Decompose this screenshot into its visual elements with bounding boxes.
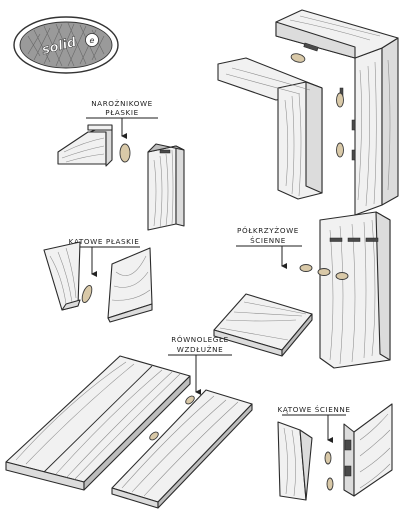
biscuit-wall-2	[317, 268, 331, 276]
slot	[351, 149, 356, 161]
biscuit-wall-1	[299, 264, 313, 272]
half-cross-wall-joint: PÓŁKRZYŻOWE ŚCIENNE	[213, 211, 391, 369]
biscuit-miter-flat	[81, 284, 93, 304]
miter-board-left	[43, 241, 81, 311]
label-miter-wall: KĄTOWE ŚCIENNE	[278, 405, 351, 414]
biscuit-long-2	[149, 431, 159, 441]
label-corner-flat-line2: PŁASKIE	[105, 108, 138, 117]
biscuit-miter-wall-1	[324, 451, 332, 465]
corner-flat-joint: NAROŻNIKOWE PŁASKIE	[57, 99, 185, 231]
corner-board-top	[57, 131, 107, 165]
solid-logo: solid e	[13, 16, 119, 74]
biscuit-corner	[119, 143, 131, 163]
biscuit-miter-wall-2	[326, 477, 334, 491]
side-board-edge	[305, 81, 323, 194]
biscuit-long-1	[185, 395, 195, 405]
logo-mark-circle	[85, 33, 99, 47]
top-rail-side	[275, 21, 356, 59]
slot	[303, 42, 319, 52]
label-corner-flat-line1: NAROŻNIKOWE	[91, 99, 153, 108]
biscuit-3	[336, 142, 344, 158]
label-half-cross-line1: PÓŁKRZYŻOWE	[237, 226, 299, 235]
miter-wall-joint: KĄTOWE ŚCIENNE	[277, 403, 393, 501]
wall-panel-edge	[375, 211, 391, 361]
biscuit-1	[290, 53, 306, 63]
standing-board-side	[175, 145, 185, 227]
frame-corner-joint	[217, 9, 399, 216]
label-half-cross-line2: ŚCIENNE	[250, 236, 286, 245]
parallel-long-joint: RÓWNOLEGŁE WZDŁUŻNE	[5, 335, 253, 509]
miter-flat-joint: KĄTOWE PŁASKIE	[43, 237, 153, 323]
logo-mark: e	[90, 36, 95, 45]
label-parallel-line2: WZDŁUŻNE	[177, 345, 224, 354]
biscuit-2	[336, 92, 344, 108]
label-miter-flat: KĄTOWE PŁASKIE	[69, 237, 140, 246]
miter-wall-board-right-edge	[343, 423, 355, 497]
label-parallel-line1: RÓWNOLEGŁE	[171, 335, 229, 344]
slot	[351, 119, 356, 131]
biscuit-wall-3	[335, 272, 349, 280]
miter-wall-board-right	[353, 403, 393, 497]
